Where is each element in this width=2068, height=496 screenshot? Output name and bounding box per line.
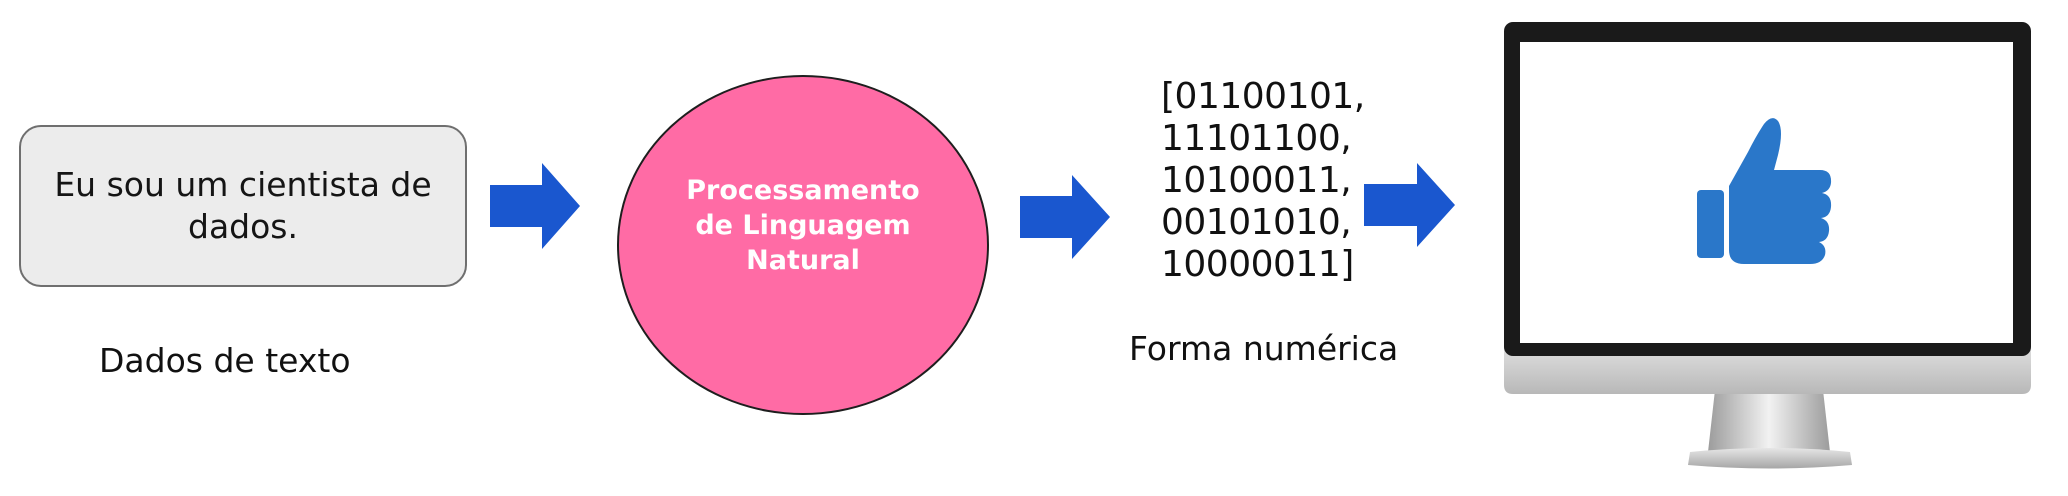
numeric-line: [01100101, xyxy=(1161,76,1365,117)
nlp-label: Processamento de Linguagem Natural xyxy=(686,174,920,276)
numeric-vector: [01100101, 11101100, 10100011, 00101010,… xyxy=(1161,76,1365,286)
monitor xyxy=(1504,22,2031,469)
numeric-line: 10100011, xyxy=(1161,160,1352,201)
nlp-circle: Processamento de Linguagem Natural xyxy=(617,75,989,415)
numeric-line: 00101010, xyxy=(1161,202,1352,243)
input-text: Eu sou um cientista de dados. xyxy=(54,165,432,246)
arrow-right-icon xyxy=(1020,175,1110,259)
arrow-right-icon xyxy=(490,163,580,249)
numeric-line: 10000011] xyxy=(1161,244,1354,285)
input-caption: Dados de texto xyxy=(99,341,351,380)
input-text-box: Eu sou um cientista de dados. xyxy=(19,125,467,287)
arrow-right-icon xyxy=(1364,163,1455,247)
numeric-caption: Forma numérica xyxy=(1129,329,1399,368)
numeric-line: 11101100, xyxy=(1161,118,1352,159)
thumbs-up-icon xyxy=(1697,118,1832,264)
